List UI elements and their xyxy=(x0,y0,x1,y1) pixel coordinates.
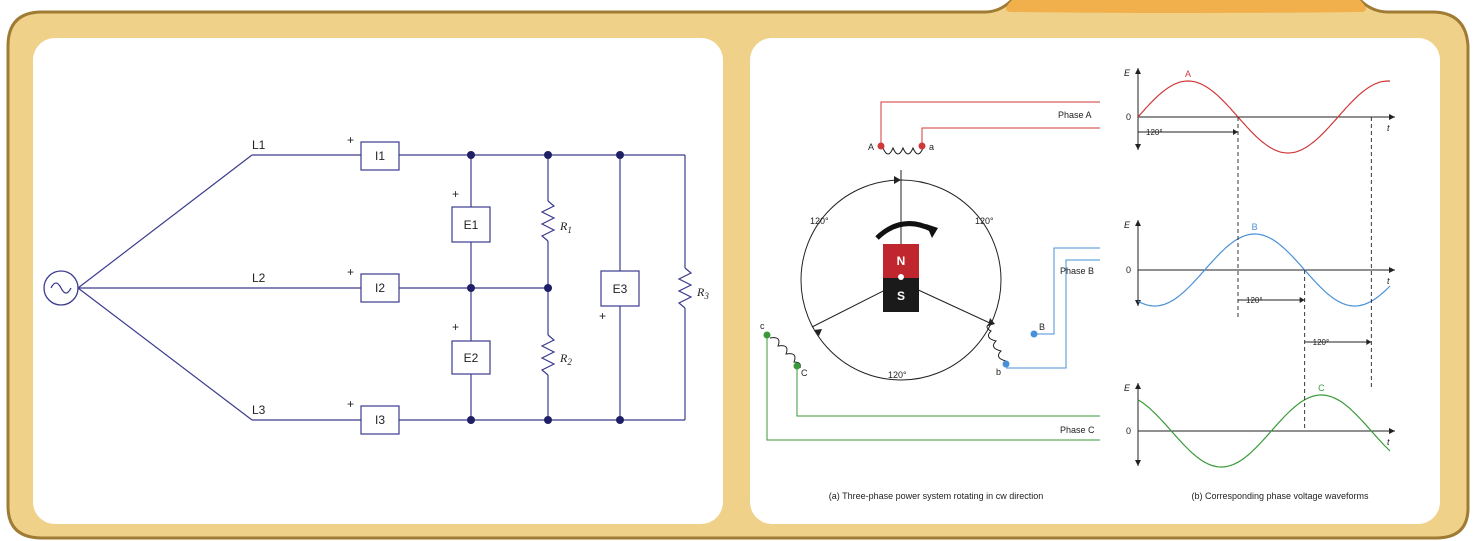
resistor-label-r3: R3 xyxy=(696,285,709,301)
ammeter-i1: I1 + xyxy=(347,133,400,171)
phase-label-a: Phase A xyxy=(1058,110,1092,120)
x-axis-label: t xyxy=(1387,276,1390,286)
terminal-dot-b-upper xyxy=(1030,330,1038,338)
ac-source-icon xyxy=(43,270,79,306)
circuit-diagram: L1 L2 L3 I1 + I2 + I3 + E1 + E2 + xyxy=(43,133,709,435)
ammeter-label: I2 xyxy=(375,281,385,295)
ammeter-label: I1 xyxy=(375,149,385,163)
junction-node xyxy=(467,151,475,159)
magnet-south-label: S xyxy=(897,289,905,303)
junction-node xyxy=(544,284,552,292)
generator-caption: (a) Three-phase power system rotating in… xyxy=(829,491,1043,501)
terminal-label-b: b xyxy=(996,367,1001,377)
plus-sign: + xyxy=(452,320,459,334)
series-label: A xyxy=(1185,69,1191,79)
angle-label-right: 120° xyxy=(975,216,994,226)
x-axis-label: t xyxy=(1387,437,1390,447)
voltmeter-label: E3 xyxy=(613,282,628,296)
plus-sign: + xyxy=(452,187,459,201)
phase-label-c: Phase C xyxy=(1060,425,1095,435)
plus-sign: + xyxy=(347,397,354,411)
terminal-label-C: C xyxy=(801,368,808,378)
rotation-arrow-icon xyxy=(875,221,935,240)
y-axis-label: E xyxy=(1124,383,1131,393)
plus-sign: + xyxy=(599,309,606,323)
series-label: B xyxy=(1252,222,1258,232)
waveform-a xyxy=(1137,80,1391,154)
voltmeter-label: E2 xyxy=(464,351,479,365)
terminal-label-a: a xyxy=(929,142,934,152)
zero-label: 0 xyxy=(1126,265,1131,275)
ammeter-i2: I2 + xyxy=(347,265,400,303)
waveform-caption: (b) Corresponding phase voltage waveform… xyxy=(1191,491,1369,501)
voltmeter-e2: E2 + xyxy=(451,320,491,375)
three-phase-diagram: A a B b c C Phase A Phase B Phase C 120°… xyxy=(760,68,1395,501)
y-axis-label: E xyxy=(1124,220,1131,230)
voltmeter-e1: E1 + xyxy=(451,187,491,243)
phase-shift-label: 120° xyxy=(1313,338,1330,347)
junction-node xyxy=(616,416,624,424)
bar-magnet: N S xyxy=(883,244,919,312)
junction-node xyxy=(467,416,475,424)
plus-sign: + xyxy=(347,133,354,147)
x-axis-label: t xyxy=(1387,123,1390,133)
voltmeter-label: E1 xyxy=(464,218,479,232)
phase-label-b: Phase B xyxy=(1060,266,1094,276)
series-label: C xyxy=(1318,383,1325,393)
magnet-north-label: N xyxy=(897,254,906,268)
junction-node xyxy=(616,151,624,159)
line-label-l3: L3 xyxy=(252,403,266,417)
terminal-dot-a-upper xyxy=(877,142,885,150)
ammeter-label: I3 xyxy=(375,413,385,427)
junction-node xyxy=(467,284,475,292)
plus-sign: + xyxy=(347,265,354,279)
terminal-label-A: A xyxy=(868,142,874,152)
phase-shift-label: 120° xyxy=(1146,128,1163,137)
terminal-dot-c-upper xyxy=(763,331,771,339)
line-label-l1: L1 xyxy=(252,138,266,152)
frame-top-tab xyxy=(1006,0,1366,13)
circuit-panel: L1 L2 L3 I1 + I2 + I3 + E1 + E2 + xyxy=(33,38,723,524)
terminal-dot-c-lower xyxy=(793,362,801,370)
junction-node xyxy=(544,416,552,424)
waveform-b xyxy=(1137,233,1391,307)
three-phase-panel: A a B b c C Phase A Phase B Phase C 120°… xyxy=(750,38,1440,524)
phase-shift-label: 120° xyxy=(1246,296,1263,305)
y-axis-label: E xyxy=(1124,68,1131,78)
waveform-c xyxy=(1137,394,1391,468)
terminal-dot-b-lower xyxy=(1002,360,1010,368)
angle-label-bottom: 120° xyxy=(888,370,907,380)
junction-node xyxy=(544,151,552,159)
voltmeter-e3: E3 + xyxy=(599,270,640,323)
terminal-label-c: c xyxy=(760,321,765,331)
resistor-label-r1: R1 xyxy=(559,219,572,235)
line-label-l2: L2 xyxy=(252,271,266,285)
resistor-label-r2: R2 xyxy=(559,351,572,367)
terminal-label-B: B xyxy=(1039,322,1045,332)
zero-label: 0 xyxy=(1126,426,1131,436)
terminal-dot-a-lower xyxy=(918,142,926,150)
ammeter-i3: I3 + xyxy=(347,397,400,435)
angle-label-left: 120° xyxy=(810,216,829,226)
zero-label: 0 xyxy=(1126,112,1131,122)
